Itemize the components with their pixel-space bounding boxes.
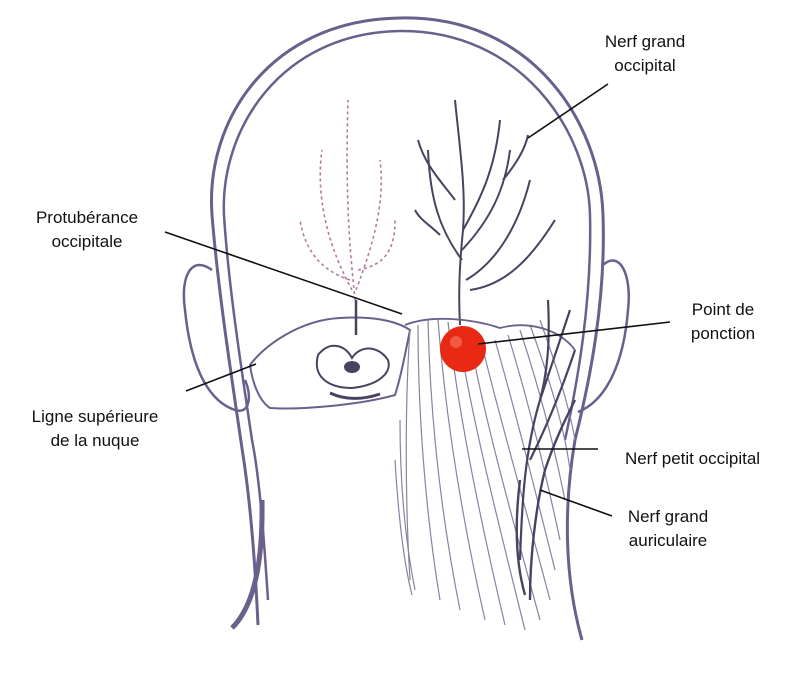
label-point-de-ponction: Point de ponction xyxy=(668,298,778,346)
foramen-center xyxy=(344,361,360,373)
dotted-nerves xyxy=(300,100,395,300)
label-nerf-petit-occipital: Nerf petit occipital xyxy=(600,447,785,471)
label-nerf-grand-auriculaire: Nerf grand auriculaire xyxy=(608,505,728,553)
occipital-bone xyxy=(250,318,410,409)
leader-protuberance xyxy=(165,232,402,314)
leader-point-de-ponction xyxy=(478,322,670,344)
label-nerf-grand-occipital: Nerf grand occipital xyxy=(590,30,700,78)
label-ligne-superieure-nuque: Ligne supérieure de la nuque xyxy=(0,405,190,453)
neck-muscle-fibers xyxy=(395,320,575,630)
occipital-base xyxy=(330,393,380,398)
label-protuberance-occipitale: Protubérance occipitale xyxy=(12,206,162,254)
leader-lines xyxy=(165,84,670,516)
puncture-point-marker xyxy=(440,326,486,372)
leader-nerf-grand-auriculaire xyxy=(540,490,612,516)
